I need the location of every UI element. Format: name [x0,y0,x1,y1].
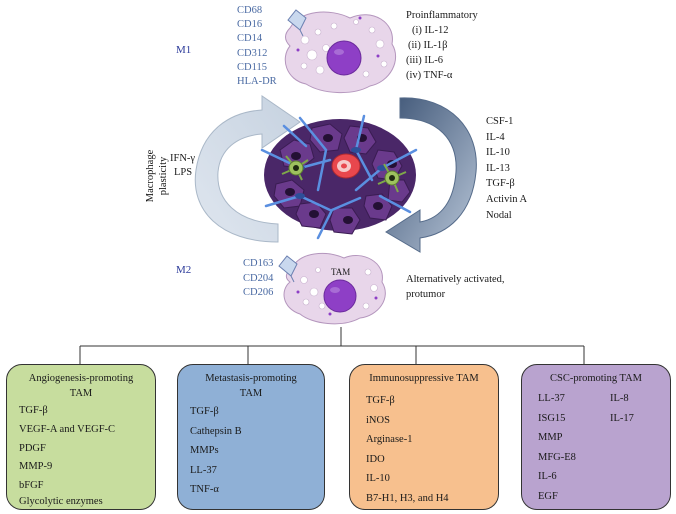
m2-stimuli: CSF-1 IL-4 IL-10 IL-13 TGF-β Activin A N… [486,114,527,223]
box-title-line: Immunosuppressive TAM [369,373,479,384]
box-item: MMP [538,432,563,444]
m2-stimulus: Activin A [486,193,528,205]
m2-stimulus: IL-10 [486,147,510,159]
box-title: Immunosuppressive TAM [350,371,498,386]
m2-stimulus: IL-4 [486,131,505,143]
m2-stimulus: CSF-1 [486,116,514,127]
cytokine-item: (ii) IL-1β [408,40,448,51]
cytokine-item: (iii) IL-6 [406,55,444,66]
box-item: LL-37 [190,464,217,476]
box-item-list: TGF-β iNOS Arginase-1 IDO IL-10 B7-H1, H… [366,391,449,509]
box-item: EGF [538,490,558,502]
csc-tam-box: CSC-promoting TAM LL-37 ISG15 MMP MFG-E8… [521,364,671,510]
box-item: MFG-E8 [538,451,576,463]
m2-stimulus: IL-13 [486,162,510,174]
m1-stimulus: IFN-γ [170,153,196,164]
immunosuppressive-tam-box: Immunosuppressive TAM TGF-β iNOS Arginas… [349,364,499,510]
box-item: ISG15 [538,412,566,424]
m2-stimulus: Nodal [486,209,512,221]
box-item-list: LL-37 ISG15 MMP MFG-E8 IL-6 EGF [538,389,576,507]
box-item: VEGF-A and VEGF-C [19,423,116,435]
box-item: Glycolytic enzymes [19,495,103,507]
m1-marker: CD312 [237,47,268,59]
box-title-line: TAM [239,388,263,399]
box-title-line: TAM [69,388,93,399]
box-item: MMPs [190,445,219,457]
m2-stimulus: TGF-β [486,178,515,190]
box-item: Arginase-1 [366,434,413,446]
m2-marker-list: CD163 CD204 CD206 [243,257,273,301]
m1-marker: CD115 [237,61,267,73]
m1-stimuli: IFN-γ LPS [170,152,195,180]
box-item-list: TGF-β Cathepsin B MMPs LL-37 TNF-α [190,402,242,500]
m1-marker: HLA-DR [237,76,277,88]
m1-marker-list: CD68 CD16 CD14 CD312 CD115 HLA-DR [237,4,277,89]
box-item: LL-37 [538,393,565,404]
box-item: IDO [366,453,385,465]
m2-to-m1-arrow [194,95,301,243]
box-item: PDGF [19,442,46,454]
m1-label: M1 [176,44,192,56]
m1-macrophage-cell [284,11,397,94]
box-title: CSC-promoting TAM [522,371,670,386]
m1-marker: CD14 [237,33,263,45]
box-item: TNF-α [190,484,219,496]
box-item: B7-H1, H3, and H4 [366,492,449,504]
cytokine-item: (i) IL-12 [412,25,449,36]
m2-description: Alternatively activated, protumor [406,272,505,302]
m2-macrophage-cell [283,252,386,325]
tumor-microenvironment-cluster [260,114,418,240]
m2-description-line: protumor [406,289,446,300]
box-item: IL-17 [610,412,634,424]
metastasis-tam-box: Metastasis-promoting TAM TGF-β Cathepsin… [177,364,325,510]
m2-label: M2 [176,264,192,276]
box-item: TGF-β [366,395,395,406]
cytokine-item: (iv) TNF-α [406,70,453,81]
box-title: Metastasis-promoting TAM [178,371,324,401]
tam-cell-label: TAM [331,267,351,277]
box-item-list-col2: IL-8 IL-17 [610,389,634,428]
box-title: Angiogenesis-promoting TAM [7,371,155,401]
box-title-line: Metastasis-promoting [205,373,297,384]
box-item: IL-10 [366,473,390,485]
category-connector-lines [79,327,585,364]
plasticity-line2: plasticity [158,156,169,196]
m2-marker: CD204 [243,272,274,284]
box-item: IL-6 [538,471,557,483]
m2-marker: CD163 [243,258,274,269]
m1-to-m2-arrow [385,97,477,253]
box-item: TGF-β [19,405,48,416]
proinflammatory-section: Proinflammatory (i) IL-12 (ii) IL-1β (ii… [406,8,478,83]
box-item: MMP-9 [19,461,53,473]
m2-marker: CD206 [243,287,274,299]
box-item: TGF-β [190,406,219,417]
m1-marker: CD16 [237,19,263,31]
box-item: Cathepsin B [190,425,242,437]
m1-marker: CD68 [237,5,263,16]
box-item: iNOS [366,414,390,426]
box-title-line: Angiogenesis-promoting [28,373,134,384]
proinflammatory-title: Proinflammatory [406,10,478,21]
m1-stimulus: LPS [174,167,193,178]
plasticity-line1: Macrophage [145,149,156,203]
box-item-list: TGF-β VEGF-A and VEGF-C PDGF MMP-9 bFGF … [19,402,115,512]
m2-description-line: Alternatively activated, [406,274,505,285]
box-item: bFGF [19,480,44,492]
box-title-line: CSC-promoting TAM [549,373,643,384]
box-item: IL-8 [610,393,629,404]
angiogenesis-tam-box: Angiogenesis-promoting TAM TGF-β VEGF-A … [6,364,156,510]
macrophage-plasticity-label: Macrophage plasticity [144,136,172,216]
